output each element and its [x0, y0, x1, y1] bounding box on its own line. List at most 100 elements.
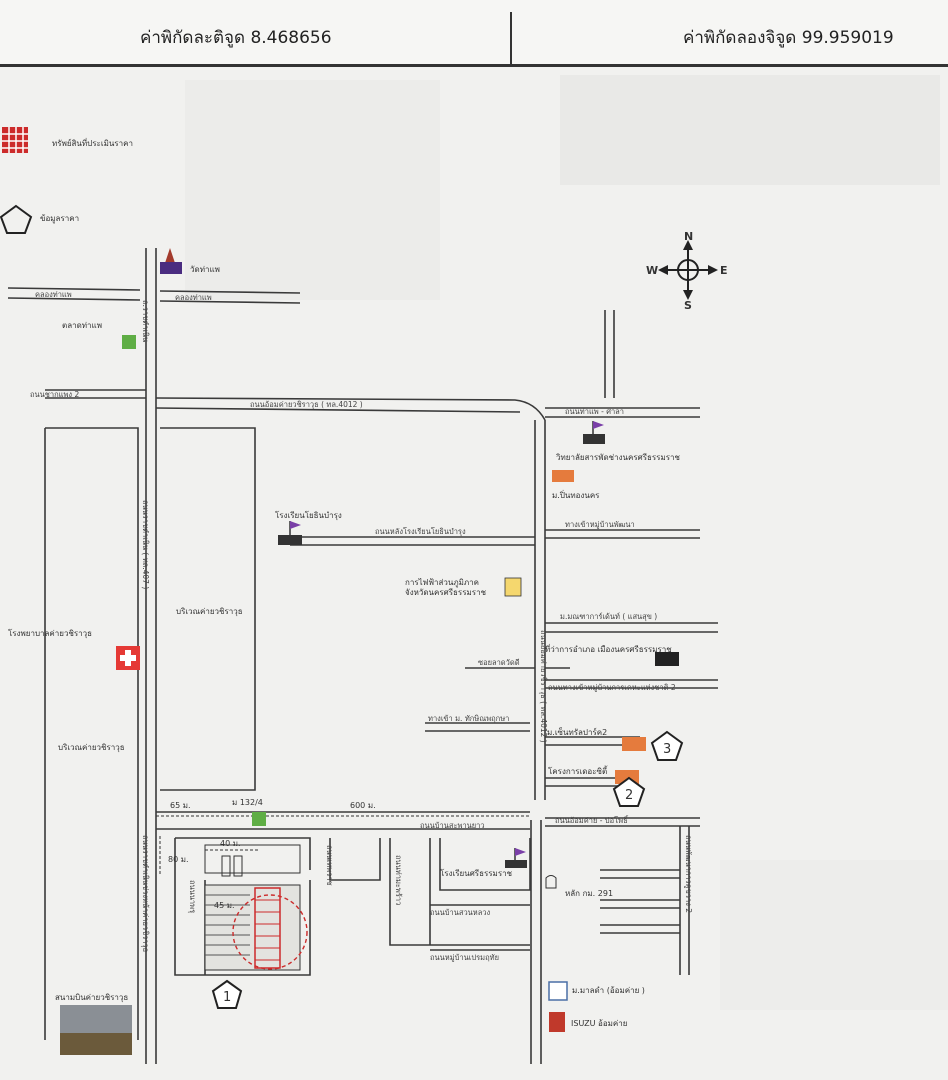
road-label-4012-vertical: ถนนอ้อมค่ายวชิราวุธ ( ทล.4012 ) — [539, 630, 548, 743]
svg-text:2: 2 — [625, 788, 633, 803]
road-label-korn-2: ถนนพัฒนาการคูขวาง 2 — [684, 835, 693, 913]
entrance-mu-road — [425, 722, 530, 732]
road-label-canal-right: คลองท่าแพ — [175, 293, 212, 302]
road-label-behind-school: ถนนหลังโรงเรียนโยธินบำรุง — [375, 527, 466, 536]
header-divider — [510, 12, 512, 64]
property-lots — [204, 844, 308, 971]
road-label-ban-saraphi: ถนนบ้านสวนหลวง — [430, 908, 491, 917]
compass-w: W — [646, 264, 658, 277]
left-area-road — [44, 427, 139, 1040]
label-pea: การไฟฟ้าส่วนภูมิภาคจังหวัดนครศรีธรรมราช — [405, 578, 487, 597]
central-park-icon — [622, 737, 646, 751]
road-label-tha-phae: ถนนท่าแพ - ศาลา — [565, 407, 624, 416]
compass-s: S — [684, 299, 692, 312]
road-label-ban-karn: ถนนทางเข้าหมู่บ้านการเคหะแห่งชาติ 2 — [548, 683, 676, 692]
road-label-tha-v: ถนนนาพรุ — [188, 880, 197, 913]
price-marker-1: 1 — [211, 979, 243, 1009]
label-the-city: โครงการเดอะซิตี้ — [548, 765, 608, 776]
road-label-canal-left: คลองท่าแพ — [35, 290, 72, 299]
label-school-yothin: โรงเรียนโยธินบำรุง — [275, 510, 342, 520]
road-label-soi-wat: ซอยลาดวัดดี — [478, 658, 520, 667]
label-college: วิทยาลัยสารพัดช่างนครศรีธรรมราช — [555, 453, 680, 462]
mu-moh-road — [545, 622, 718, 633]
place-labels: วัดท่าแพ ตลาดท่าแพ วิทยาลัยสารพัดช่างนคร… — [8, 265, 681, 1028]
svg-text:1: 1 — [223, 990, 231, 1005]
road-label-om-khai-bo-pho: ถนนอ้อมค่าย - บ่อโพธิ์ — [555, 815, 629, 825]
road-label-entrance-mu: ทางเข้า ม. ทักษิณพฤกษา — [428, 714, 509, 723]
m132-marker — [252, 812, 266, 826]
distance-40: 40 ม. — [220, 839, 241, 848]
malai-icon — [548, 981, 568, 1001]
label-district-office: ที่ว่าการอำเภอ เมืองนครศรีธรรมราช — [545, 643, 672, 654]
distance-600: 600 ม. — [350, 801, 376, 810]
label-mu-central-park: ม.เซ็นทรัลปาร์ค2 — [547, 727, 607, 737]
label-km-post: หลัก กม. 291 — [565, 889, 613, 898]
bottom-middle-streets — [329, 838, 531, 951]
tha-phae-road-vertical — [604, 310, 615, 398]
road-ban-karn — [545, 679, 718, 689]
road-labels: คลองท่าแพ คลองท่าแพ ถนนชากแพง 2 ถนนอ้อมค… — [30, 290, 693, 962]
compass-rose: N S W E — [646, 230, 728, 312]
km-post-icon — [545, 875, 557, 889]
district-office-icon — [655, 652, 679, 666]
label-m132: ม 132/4 — [232, 798, 263, 807]
label-army-area-1: บริเวณค่ายวชิราวุธ — [176, 607, 243, 616]
legend-price-label: ข้อมูลราคา — [40, 214, 79, 224]
subject-radius-circle — [232, 894, 308, 970]
distance-45: 45 ม. — [214, 901, 235, 910]
isuzu-icon — [549, 1012, 565, 1032]
label-army-area-2: บริเวณค่ายวชิราวุธ — [58, 743, 125, 752]
road-label-nakhon-v: ถนนเทพราช — [325, 845, 334, 886]
road-label-om-khai: ถนนอ้อมค่ายวชิราวุธ ( ทล.4012 ) — [250, 400, 363, 409]
road-label-ratchadamnoen-407: ถนนราชดำเนิน ( ทล.407 ) — [141, 500, 150, 589]
distance-lines — [156, 815, 530, 876]
legend: ทรัพย์สินที่ประเมินราคา ข้อมูลราคา — [0, 127, 133, 234]
ratchadamnoen-road — [145, 248, 157, 1064]
label-isuzu: ISUZU อ้อมค่าย — [571, 1019, 627, 1028]
road-label-ban-nan: ถนนบ้านสะพานยาว — [420, 821, 485, 830]
label-mu-malai: ม.มาลดำ (อ้อมค่าย ) — [572, 986, 645, 995]
road-network — [7, 248, 718, 1064]
entrance-ban-phatthana — [545, 529, 700, 539]
label-army-hospital: โรงพยาบาลค่ายวชิราวุธ — [8, 628, 92, 638]
price-marker-2: 2 — [612, 776, 646, 807]
airfield-ground — [60, 1033, 132, 1055]
subject-property-box — [254, 887, 281, 969]
road-label-chak-phaeng: ถนนชากแพง 2 — [30, 390, 79, 399]
location-map: ทรัพย์สินที่ประเมินราคา ข้อมูลราคา N S W… — [0, 75, 948, 1064]
distance-80: 80 ม. — [168, 855, 189, 864]
temple-icon — [160, 248, 182, 274]
distance-65: 65 ม. — [170, 801, 191, 810]
compass-n: N — [684, 230, 693, 243]
price-marker-3: 3 — [650, 730, 684, 761]
property-legend-icon — [2, 127, 28, 153]
bg-shadow-3 — [720, 860, 948, 1010]
label-wat-tha-phae: วัดท่าแพ — [190, 265, 220, 274]
coordinate-header: ค่าพิกัดละติจูด 8.468656 ค่าพิกัดลองจิจู… — [0, 0, 948, 67]
road-label-khon-v: ถนนท่ามะพร้าว — [394, 855, 403, 905]
bg-shadow-1 — [185, 80, 440, 300]
hospital-cross-icon — [116, 646, 140, 670]
latitude-label: ค่าพิกัดละติจูด 8.468656 — [140, 28, 332, 48]
road-4012-vertical — [530, 420, 546, 1064]
road-4012-horizontal — [45, 389, 700, 421]
mu-pin-thong-icon — [552, 470, 574, 482]
road-label-mu-moh: ม.มณฑาการ์เด้นท์ ( แสนสุข ) — [560, 612, 657, 621]
road-label-ban-lok: ถนนหมู่บ้านเปรมฤทัย — [430, 953, 499, 962]
legend-property-label: ทรัพย์สินที่ประเมินราคา — [52, 137, 133, 148]
label-school-nakhon: โรงเรียนศรีธรรมราช — [440, 868, 513, 878]
pea-bulb-icon — [504, 577, 522, 597]
road-om-khai — [156, 811, 700, 830]
price-data-legend-icon — [0, 204, 33, 234]
school-nakhon-flag-icon — [505, 848, 527, 868]
label-airfield: สนามบินค่ายวชิราวุธ — [55, 993, 128, 1002]
road-label-ban-phatthana: ทางเข้าหมู่บ้านพัฒนา — [565, 520, 635, 529]
college-flag-icon — [583, 421, 605, 444]
compass-e: E — [720, 264, 728, 277]
canal-lines — [7, 287, 301, 304]
road-label-ratchadamnoen-top: ถ.ราชดำเนิน — [141, 300, 150, 342]
distance-labels: 65 ม. 600 ม. 40 ม. 80 ม. 45 ม. ม 132/4 — [168, 798, 376, 910]
label-talat-tha-phae: ตลาดท่าแพ — [62, 321, 102, 330]
bg-shadow-2 — [560, 75, 940, 185]
market-marker — [122, 335, 136, 349]
